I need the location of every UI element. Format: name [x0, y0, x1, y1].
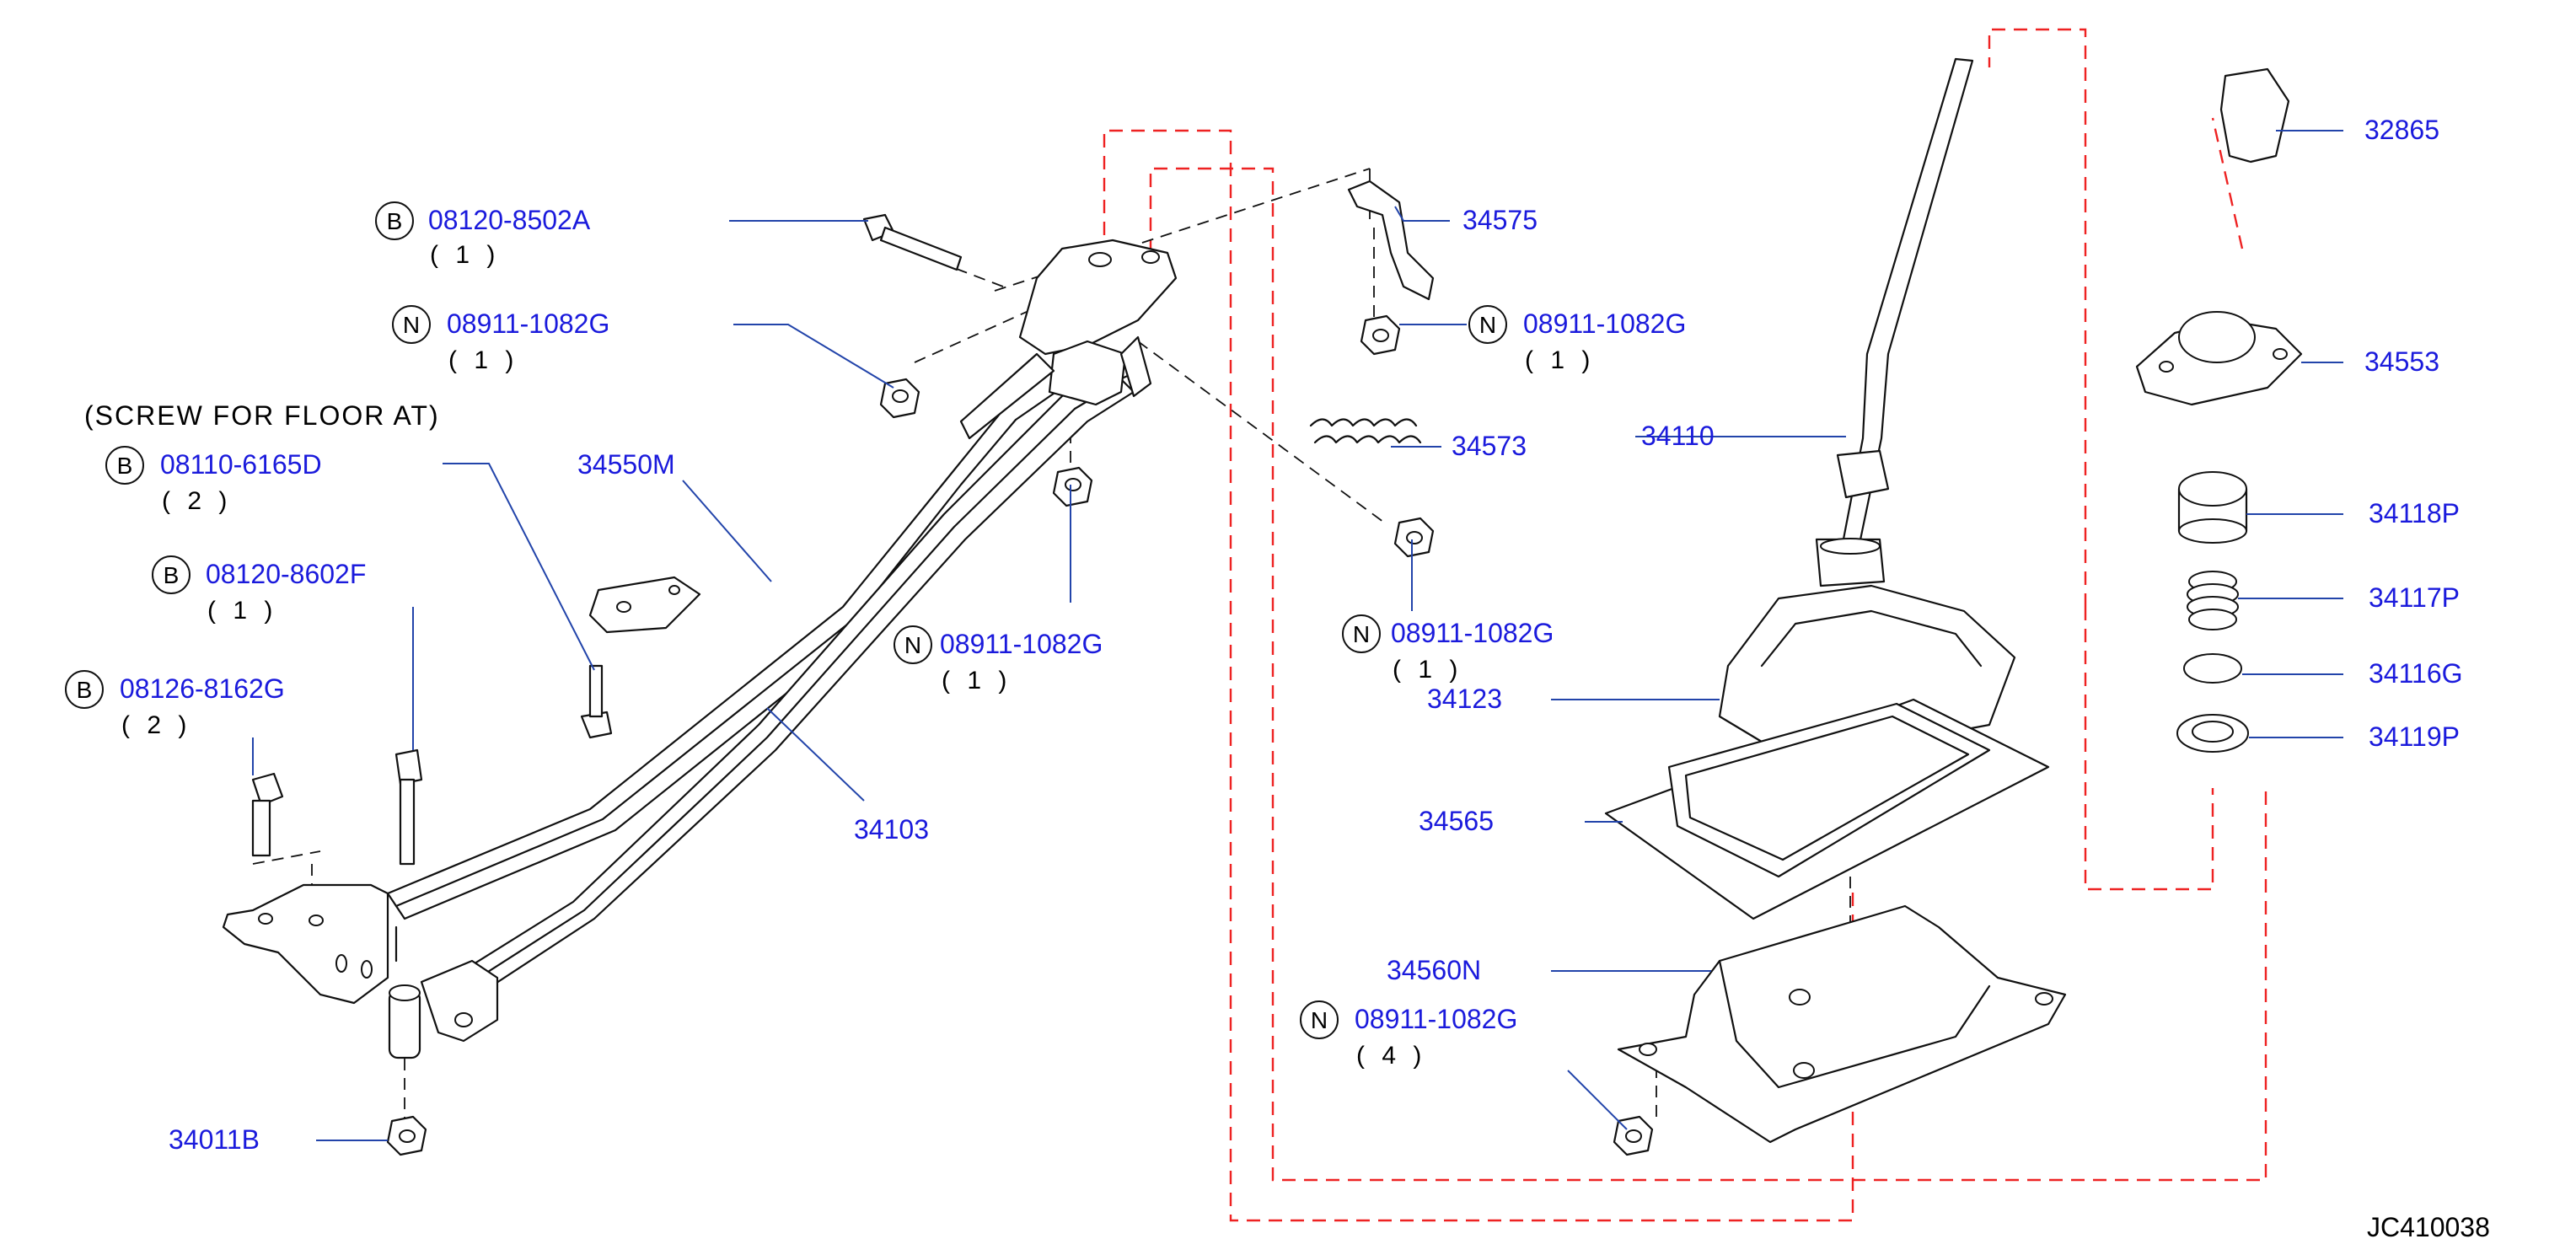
part-number-link[interactable]: 08120-8602F	[206, 559, 366, 589]
control-rod-assembly	[222, 239, 1178, 1059]
part-label-34553[interactable]: 34553	[2364, 346, 2439, 377]
quantity-label: ( 1 )	[207, 597, 277, 625]
callout-c3[interactable]: B 08110-6165D ( 2 )	[105, 446, 322, 515]
part-number-link[interactable]: 08911-1082G	[1523, 308, 1686, 339]
bushing-34118P	[2177, 471, 2248, 544]
shift-lever-34110	[1815, 57, 1974, 587]
diagram-reference-code: JC410038	[2367, 1212, 2490, 1242]
callout-prefix: B	[77, 677, 93, 703]
quantity-label: ( 1 )	[448, 346, 518, 374]
quantity-label: ( 2 )	[121, 711, 191, 739]
callout-c7[interactable]: N 08911-1082G ( 1 )	[1342, 614, 1554, 684]
b-circle-icon	[152, 555, 191, 594]
callout-prefix: B	[117, 453, 133, 479]
callout-c6[interactable]: N 08911-1082G ( 1 )	[894, 625, 1103, 695]
seat-34119P	[2176, 714, 2249, 753]
spring-34573	[1309, 418, 1422, 444]
part-label-34123[interactable]: 34123	[1427, 684, 1502, 714]
callout-c8[interactable]: N 08911-1082G ( 1 )	[1468, 305, 1686, 374]
knob-32865	[2219, 67, 2290, 164]
callout-prefix: B	[387, 208, 403, 234]
b-circle-icon	[375, 201, 414, 240]
part-number-link[interactable]: 08120-8502A	[428, 205, 591, 235]
bracket-34575	[1347, 180, 1435, 301]
quantity-label: ( 1 )	[1525, 346, 1595, 374]
part-label-34550M[interactable]: 34550M	[577, 449, 675, 480]
part-number-link[interactable]: 08911-1082G	[1355, 1004, 1517, 1034]
fasteners	[251, 213, 1654, 1156]
part-label-34575[interactable]: 34575	[1462, 205, 1538, 235]
quantity-label: ( 2 )	[162, 487, 232, 515]
quantity-label: ( 1 )	[1393, 656, 1462, 684]
part-label-32865[interactable]: 32865	[2364, 115, 2439, 145]
part-label-34560N[interactable]: 34560N	[1387, 955, 1481, 985]
ring-34116G	[2183, 653, 2242, 684]
floor-screw-note: (SCREW FOR FLOOR AT)	[84, 400, 440, 431]
part-number-link[interactable]: 08911-1082G	[1391, 618, 1554, 648]
quantity-label: ( 1 )	[942, 667, 1012, 695]
callout-prefix: N	[1311, 1007, 1328, 1033]
part-label-34119P[interactable]: 34119P	[2369, 721, 2460, 752]
b-circle-icon	[105, 446, 144, 485]
part-label-34110[interactable]: 34110	[1641, 421, 1715, 451]
part-label-34103[interactable]: 34103	[854, 814, 929, 845]
leader-lines	[252, 130, 2343, 1141]
part-label-34573[interactable]: 34573	[1452, 431, 1527, 461]
part-label-34116G[interactable]: 34116G	[2369, 658, 2463, 689]
callout-prefix: B	[164, 562, 180, 588]
b-circle-icon	[65, 670, 104, 709]
n-circle-icon	[392, 305, 431, 344]
part-label-34011B[interactable]: 34011B	[169, 1124, 260, 1155]
boot-and-housing	[1604, 584, 2067, 1144]
n-circle-icon	[1468, 305, 1507, 344]
callout-prefix: N	[403, 312, 420, 338]
callout-c4[interactable]: B 08120-8602F ( 1 )	[152, 555, 366, 625]
callout-c2[interactable]: N 08911-1082G ( 1 )	[392, 305, 609, 374]
n-circle-icon	[1342, 614, 1381, 653]
callout-prefix: N	[904, 632, 921, 658]
part-label-34565[interactable]: 34565	[1419, 806, 1494, 836]
part-label-34118P[interactable]: 34118P	[2369, 498, 2460, 528]
part-number-link[interactable]: 08911-1082G	[940, 629, 1103, 659]
quantity-label: ( 4 )	[1356, 1042, 1426, 1070]
plate-34553	[2135, 311, 2303, 406]
part-number-link[interactable]: 08911-1082G	[447, 308, 609, 339]
part-number-link[interactable]: 08110-6165D	[160, 449, 322, 480]
part-label-34117P[interactable]: 34117P	[2369, 582, 2460, 613]
callout-c5[interactable]: B 08126-8162G ( 2 )	[65, 670, 285, 739]
callout-prefix: N	[1479, 312, 1496, 338]
n-circle-icon	[1300, 1000, 1339, 1039]
n-circle-icon	[894, 625, 932, 664]
quantity-label: ( 1 )	[430, 241, 500, 269]
callout-c1[interactable]: B 08120-8502A ( 1 )	[375, 201, 591, 269]
callout-prefix: N	[1353, 621, 1370, 647]
assembly-guide-lines	[1103, 28, 2267, 1222]
spring-34117P	[2187, 571, 2239, 630]
part-number-link[interactable]: 08126-8162G	[120, 673, 285, 704]
callout-c9[interactable]: N 08911-1082G ( 4 )	[1300, 1000, 1517, 1070]
